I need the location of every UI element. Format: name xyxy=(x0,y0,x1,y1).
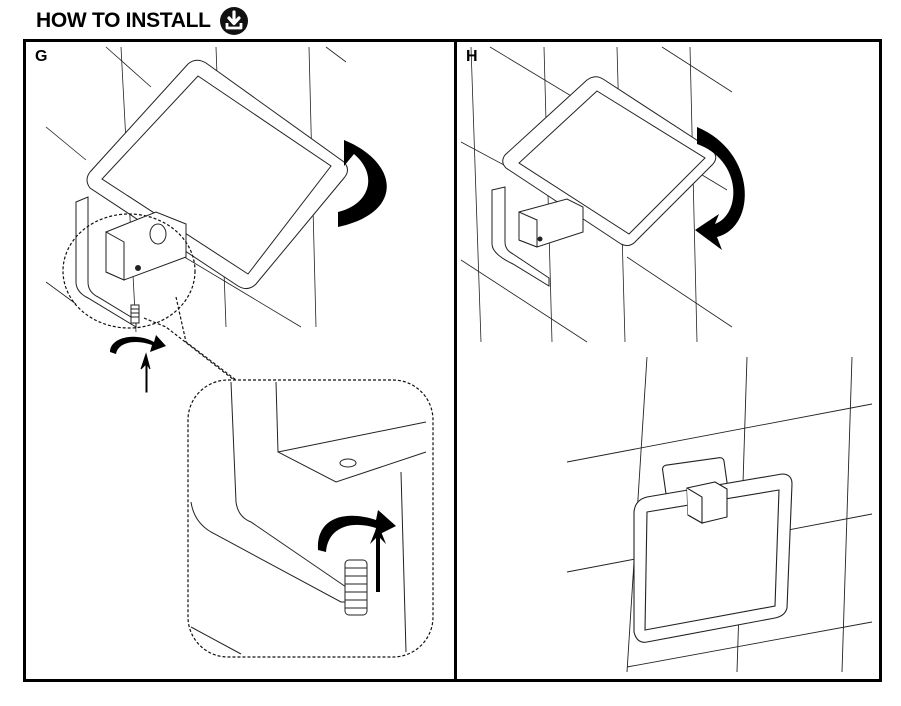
tighten-screw-detail-arrow-icon xyxy=(317,510,396,552)
instruction-frame: G xyxy=(23,39,882,682)
installed-towel-ring xyxy=(633,457,793,643)
up-arrow-icon xyxy=(140,352,151,393)
up-arrow-detail-icon xyxy=(370,524,386,592)
mounting-bracket xyxy=(75,196,187,328)
step-g-illustration xyxy=(45,46,434,658)
step-g-panel: G xyxy=(26,42,454,679)
detail-magnified-view xyxy=(187,379,434,658)
header: HOW TO INSTALL xyxy=(36,6,249,36)
square-towel-ring xyxy=(86,59,348,290)
square-towel-ring-rotating xyxy=(502,76,717,247)
rotate-down-arrow-icon xyxy=(695,127,745,250)
page-title: HOW TO INSTALL xyxy=(36,9,211,32)
step-h-panel: H xyxy=(457,42,879,679)
step-label-g: G xyxy=(35,48,48,65)
tighten-screw-arrow-icon xyxy=(110,335,166,354)
magnify-callout-lines xyxy=(143,296,237,381)
set-screw-small xyxy=(130,304,140,324)
rotate-clockwise-arrow-icon xyxy=(338,140,387,227)
step-h-illustration xyxy=(460,46,873,673)
step-label-h: H xyxy=(466,48,478,65)
mounting-bracket-h xyxy=(491,186,584,287)
panel-divider xyxy=(454,42,457,679)
magnify-circle xyxy=(62,213,196,329)
download-icon xyxy=(219,7,248,35)
set-screw-detail xyxy=(344,559,368,616)
